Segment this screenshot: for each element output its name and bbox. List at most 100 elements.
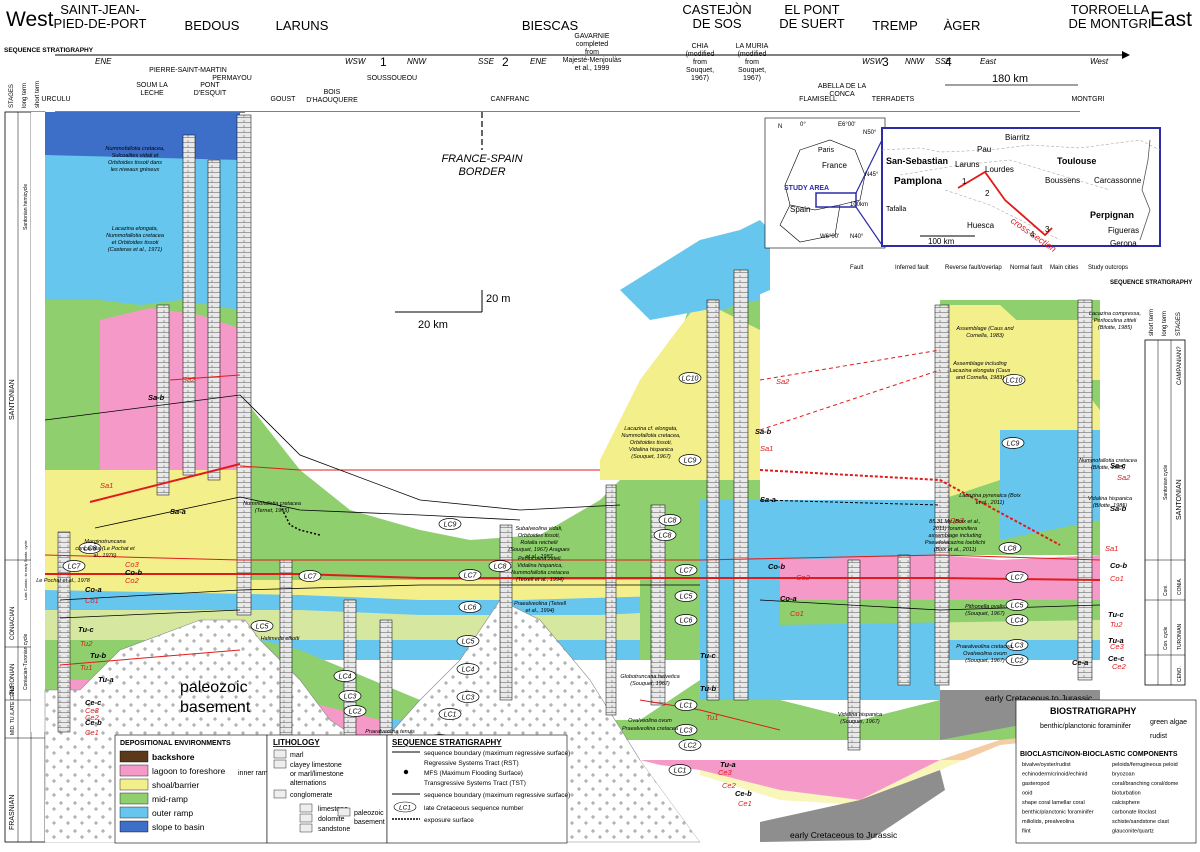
annotation-1-1: Nummofallotia cretacea: [106, 233, 164, 239]
bubble-shape-34: [62, 560, 86, 572]
lith-swatch-4: [299, 813, 313, 823]
comp-item-12: miliolids, prealveolina: [1022, 819, 1075, 825]
annotation-1-3: (Casteras et al., 1971): [108, 247, 163, 253]
surface-42: Tu-c: [1108, 610, 1125, 619]
comp-item-3: bryozoan: [1112, 772, 1135, 778]
annotation-19-2: (Souquet, 1967): [965, 658, 1005, 664]
basement-label-1: paleozoic: [180, 679, 248, 696]
section-10-3: Souquet,: [686, 67, 714, 74]
bubble-shape-15: [674, 614, 698, 626]
surface-16: Ce2: [85, 713, 100, 722]
surface-0: Sa2: [182, 375, 196, 384]
direction-8: East: [980, 57, 997, 66]
direction-9: West: [1090, 57, 1109, 66]
legend-seq-title: SEQUENCE STRATIGRAPHY: [392, 738, 502, 747]
surface-39: Sa1: [1105, 544, 1118, 553]
annotation-2: Nummofallotia cretacea: [243, 501, 301, 507]
direction-6: NNW: [905, 57, 926, 66]
annotation-4: Le Pochat et al., 1978: [36, 578, 90, 584]
section-9-2: from: [585, 49, 599, 56]
surface-3: Sa-a: [170, 507, 186, 516]
surface-15: Ce3: [85, 706, 100, 715]
map-city-9: Tafalla: [886, 206, 906, 213]
legend-comp-title: BIOCLASTIC/NON-BIOCLASTIC COMPONENTS: [1020, 751, 1178, 758]
surface-40: Co-b: [1110, 561, 1127, 570]
section-6: BOIS: [324, 89, 341, 96]
location-0: SAINT-JEAN-: [60, 2, 139, 17]
surface-9: Tu-c: [78, 625, 95, 634]
map-city-4: Boussens: [1045, 176, 1080, 185]
section-11: LA MURIA: [736, 43, 769, 50]
legend-lith-title: LITHOLOGY: [273, 738, 320, 747]
surface-32: Ce2: [722, 781, 737, 790]
profile-arrow: [1122, 51, 1130, 59]
annotation-2-1: (Ternet, 1965): [255, 508, 290, 514]
surface-25: Co-a: [780, 594, 797, 603]
surface-19: Sa2: [776, 377, 790, 386]
right-short-term: short term: [1149, 309, 1155, 336]
annotation-20-1: (Souquet, 1967): [840, 719, 880, 725]
bubble-shape-9: [438, 708, 462, 720]
comp-item-13: schiste/sandstone clast: [1112, 819, 1169, 825]
annotation-8-2: Nummofallotia cretacea: [511, 570, 569, 576]
annotation-21: Lacazina compressa,: [1089, 311, 1141, 317]
bubble-shape-0: [658, 514, 682, 526]
bubble-label-30: LC4: [339, 674, 352, 681]
comp-item-15: glauconite/quartz: [1112, 829, 1154, 835]
surface-22: Sa-a: [760, 495, 776, 504]
direction-7: SSE: [935, 57, 952, 66]
annotation-7-4: et al., 1987: [525, 554, 553, 560]
map-point-0: 1: [962, 177, 967, 186]
map-city-1: Toulouse: [1057, 156, 1096, 166]
annotation-3-1: concavata (Le Pochat et: [75, 546, 135, 552]
bubble-label-20: LC10: [682, 376, 699, 383]
annotation-16: Lacazina pyrenaica (Boix: [959, 493, 1021, 499]
dep-swatch-1: [119, 764, 149, 777]
bubble-shape-24: [1005, 614, 1029, 626]
surface-33: Ce3: [718, 768, 733, 777]
comp-item-9: calcisphere: [1112, 800, 1140, 806]
annotation-18: Pithonella ovalis: [965, 604, 1005, 610]
stage-santonian: SANTONIAN: [9, 379, 16, 420]
annotation-13: Praealveolina cretacea: [622, 726, 678, 732]
right-conia: CONIA.: [1177, 578, 1183, 595]
legend-bio-title: BIOSTRATIGRAPHY: [1050, 706, 1136, 716]
map-coord-w6: W6°00': [820, 234, 839, 240]
surface-37: Sa2: [1117, 473, 1131, 482]
lith-label-4: dolomite: [318, 816, 345, 823]
surface-1: Sa-b: [148, 393, 165, 402]
section-9-4: et al., 1999: [575, 65, 610, 72]
annotation-9-1: et al., 1994): [525, 608, 554, 614]
direction-1: WSW: [345, 57, 367, 66]
annotation-14: Assemblage (Caus and: [955, 326, 1014, 332]
map-legend-1: Inferred fault: [895, 265, 929, 271]
annotation-10-2: Orbitoides tissoti,: [630, 440, 672, 446]
col-short-term: short term: [35, 81, 41, 108]
annotation-11-1: (Souquet, 1967): [630, 681, 670, 687]
legend-seq-items: sequence boundary (maximum regressive su…: [392, 750, 570, 824]
bubble-shape-28: [1002, 374, 1026, 386]
bubble-label-24: LC4: [1011, 618, 1024, 625]
annotation-7-3: (Souquet, 1967) Aragues: [508, 547, 570, 553]
annotation-14-1: Cornella, 1983): [966, 333, 1004, 339]
bubble-label-32: LC2: [349, 709, 362, 716]
scale-h-label: 20 km: [418, 319, 448, 331]
biostrat-annotations: Nummofallotia cretacea,Sulcoalites vidal…: [36, 146, 1141, 742]
bubble-label-15: LC6: [680, 618, 693, 625]
bubble-shape-23: [1005, 599, 1029, 611]
lith-label-2: conglomerate: [290, 792, 333, 799]
surface-41: Co1: [1110, 574, 1124, 583]
surface-17: Ce-b: [85, 718, 102, 727]
col-long-term: long term: [22, 83, 28, 108]
bubble-label-34: LC7: [68, 564, 82, 571]
surface-8: Co1: [85, 596, 99, 605]
annotation-15-1: Lacazina elongata (Caus: [950, 368, 1011, 374]
location-2: LARUNS: [276, 18, 329, 33]
surface-31: Ce1: [738, 799, 752, 808]
annotation-17-1: 2011) foraminifera: [932, 526, 977, 532]
annotation-10-1: Nummofallotia cretacea,: [621, 433, 680, 439]
comp-item-4: gasteropod: [1022, 781, 1050, 787]
annotation-17-2: assemblage including: [929, 533, 983, 539]
